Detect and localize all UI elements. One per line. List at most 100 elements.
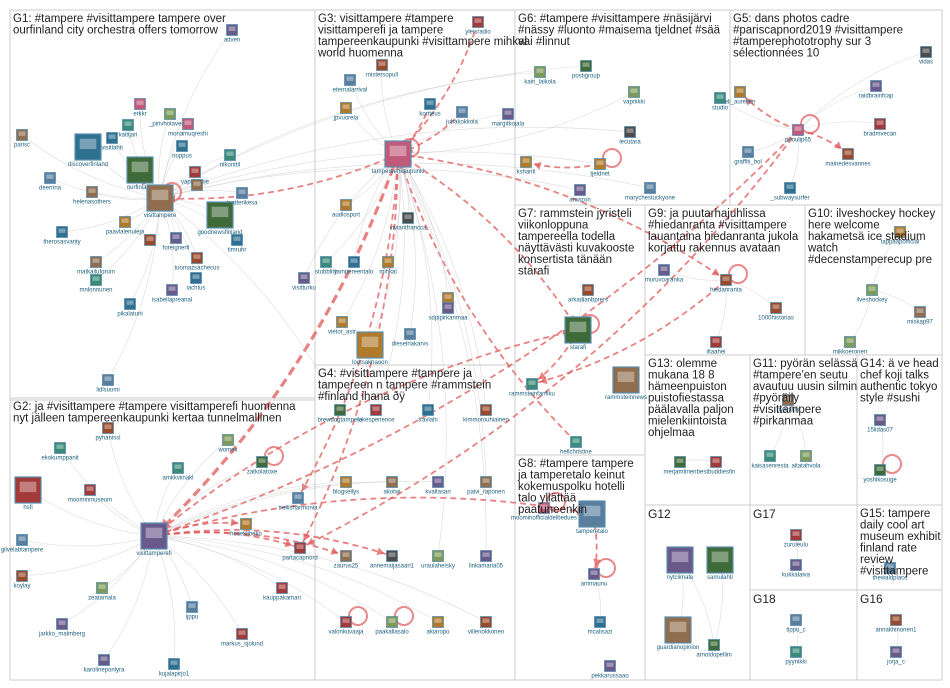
node-kaitijari[interactable]: kaitijari — [119, 119, 138, 139]
node-adven[interactable]: adven — [224, 24, 240, 44]
node-trellisharmonia[interactable]: trellisharmonia — [278, 492, 318, 512]
node-zatkolatoxe[interactable]: zatkolatoxe — [247, 456, 278, 476]
node-blogsellys[interactable]: blogsellys — [333, 476, 359, 496]
node-matkailuforum[interactable]: matkailuforum — [77, 256, 115, 276]
node-brewdogtampere[interactable]: brewdogtampere — [317, 404, 363, 424]
node-kujalapirjo1[interactable]: kujalapirjo1 — [159, 658, 190, 678]
node-marychestuckyone[interactable]: marychestuckyone — [625, 182, 676, 202]
node-goodnewsfinland[interactable]: goodnewsfinland — [197, 201, 243, 236]
node-guardianopinion[interactable]: guardianopinion — [657, 616, 700, 651]
node-isabellapreanal[interactable]: isabellapreanal — [152, 284, 192, 304]
node-kairi_laikola[interactable]: kairi_laikola — [524, 66, 556, 86]
node-foreignerfi[interactable]: foreignerfi — [163, 232, 190, 252]
node-yleisradio[interactable]: yleisradio — [465, 16, 491, 36]
node-valonkuvaaja[interactable]: valonkuvaaja — [328, 616, 364, 636]
node-stubblity[interactable]: stubblity — [315, 256, 337, 276]
node-thewaldplace[interactable]: thewaldplace — [872, 562, 908, 582]
node-markus_sjolund[interactable]: markus_sjolund — [221, 628, 263, 648]
node-mainedesvannes[interactable]: mainedesvannes — [825, 148, 871, 168]
node-jpvuorela[interactable]: jpvuorela — [333, 102, 359, 122]
node-zaurus25[interactable]: zaurus25 — [334, 550, 359, 570]
node-nytclimate[interactable]: nytclimate — [666, 546, 694, 581]
node-amazon[interactable]: amazon — [569, 184, 591, 204]
node-moominmuseum[interactable]: moominmuseum — [68, 484, 112, 504]
node-nuppus[interactable]: nuppus — [172, 140, 192, 160]
node-travlahi[interactable]: travlahi — [418, 404, 438, 424]
node-iltaahei[interactable]: iltaahei — [706, 336, 726, 356]
node-timruhr[interactable]: timruhr — [228, 234, 247, 254]
node-discoverfinland[interactable]: discoverfinland — [68, 133, 108, 168]
node-pikalaturii[interactable]: pikalaturii — [117, 298, 143, 318]
node-bestbuddiesfin[interactable]: bestbuddiesfin — [697, 456, 736, 476]
node-vapiyshkie[interactable] — [191, 179, 203, 191]
node-rammsteinfanfiku[interactable]: rammsteinfanfiku — [509, 378, 555, 398]
node-mikkoeronen[interactable]: mikkoeronen — [833, 336, 867, 356]
node-prioulip65[interactable]: prioulip65 — [785, 124, 812, 144]
node-lecutara[interactable]: lecutara — [619, 126, 641, 146]
node-studio[interactable]: studio — [712, 92, 729, 112]
node-amkkviinakl[interactable]: amkkviinakl — [162, 462, 194, 482]
node-lidlsuomi[interactable]: lidlsuomi — [96, 374, 120, 394]
node-monamuqreshi[interactable]: monamuqreshi — [168, 118, 208, 138]
node-kshanti[interactable]: kshanti — [516, 156, 536, 176]
node-pyoraillu[interactable]: pyoraillu — [777, 394, 799, 414]
node-pyynikki[interactable]: pyynikki — [785, 646, 807, 666]
node-iachtus[interactable]: iachtus — [186, 272, 206, 292]
node-eternalarrival[interactable]: eternalarrival — [333, 74, 368, 94]
node-loutsakhaoon[interactable]: loutsakhaoon — [352, 331, 388, 366]
node-juhakokkola[interactable]: juhakokkola — [445, 106, 479, 126]
node-annakhinonen1[interactable]: annakhinonen1 — [875, 614, 917, 634]
node-akiaropo[interactable]: akiaropo — [426, 616, 450, 636]
node-sdpipirkanmaa[interactable]: sdpipirkanmaa — [428, 302, 468, 322]
node-_pirivhotavedes[interactable]: _pirivhotavedes — [148, 108, 191, 128]
node-hiedanranta[interactable]: hiedanranta — [710, 274, 743, 294]
node-viviantfrancca[interactable]: viviantfrancca — [390, 212, 427, 232]
node-teatterikesa[interactable]: teatterikesa — [226, 187, 258, 207]
node-tampereentalo[interactable]: tampereentalo — [335, 256, 374, 276]
node-zuruleulu[interactable]: zuruleulu — [784, 529, 808, 549]
node-jarkko_malmberg[interactable]: jarkko_malmberg — [38, 618, 85, 638]
node-womex[interactable]: womex — [217, 434, 238, 454]
node-visittamperefi[interactable]: visittamperefi — [136, 522, 172, 557]
node-ourfinland[interactable]: ourfinland — [126, 156, 154, 191]
node-vapriikki[interactable]: vapriikki — [623, 86, 645, 106]
node-tamperetalo[interactable]: tamperetalo — [576, 500, 609, 535]
node-lakesperience[interactable]: lakesperience — [357, 404, 395, 424]
node-audiosport[interactable]: audiosport — [332, 199, 360, 219]
node-nikonttil[interactable]: nikonttil — [220, 149, 240, 169]
node-mcalisazi[interactable]: mcalisazi — [588, 616, 613, 636]
node-15lidas07[interactable]: 15lidas07 — [867, 414, 894, 434]
node-kukkalaiva[interactable]: kukkalaiva — [782, 559, 811, 579]
node-ijppu[interactable]: ijppu — [186, 601, 199, 621]
node-hoseklibeko[interactable]: hoseklibeko — [230, 518, 263, 538]
node-karolineponlyra[interactable]: karolineponlyra — [84, 654, 125, 674]
node-tampereenkaupunki[interactable]: tampereenkaupunki — [372, 140, 425, 175]
node-tjeldnet[interactable]: tjeldnet — [590, 158, 610, 178]
node-kimmorouhiainen[interactable]: kimmorouhiainen — [463, 404, 509, 424]
node-visitlahti[interactable]: visitlahti — [101, 132, 123, 152]
node-arnoldopellini[interactable]: arnoldopellini — [696, 639, 732, 659]
node-hs[interactable]: hsfi — [14, 476, 42, 511]
node-moominofficialdelbedues[interactable]: moominofficialdelbedues — [511, 502, 577, 522]
node-rammsteinnews[interactable]: rammsteinnews — [605, 366, 647, 401]
node-kvaltasari[interactable]: kvaltasari — [425, 476, 451, 496]
node-therosasvanty[interactable]: therosasvanty — [43, 226, 81, 246]
node-kaisasenresta[interactable]: kaisasenresta — [751, 450, 789, 470]
node-aitatahvola[interactable]: aitatahvola — [791, 450, 821, 470]
node-arkadianbprers[interactable]: arkadianbprers — [568, 284, 608, 304]
node-kauppakamari[interactable]: kauppakamari — [263, 582, 301, 602]
node-raidbrainfcap[interactable]: raidbrainfcap — [859, 80, 894, 100]
node-postigroup[interactable]: postigroup — [572, 60, 601, 80]
node-paavlalenuieja[interactable]: paavlalenuieja — [106, 216, 145, 236]
node-_subwaysurfer[interactable]: _subwaysurfer — [769, 182, 810, 202]
node-erkkr[interactable]: erkkr — [133, 98, 147, 118]
node-visitturku[interactable]: visitturku — [292, 272, 316, 292]
node-akotwi[interactable]: akotwi — [383, 476, 401, 496]
node-jorja_c[interactable]: jorja_c — [886, 646, 905, 666]
node-mihkal[interactable]: mihkal — [379, 256, 397, 276]
node-vietor_astr[interactable]: vietor_astr — [328, 316, 356, 336]
node-sdpi[interactable] — [442, 292, 454, 304]
node-annemaijasaari1[interactable]: annemaijasaari1 — [370, 550, 415, 570]
node-uraulahelsky[interactable]: uraulahelsky — [421, 550, 455, 570]
node-paakallasalo[interactable]: paakallasalo — [375, 616, 409, 636]
